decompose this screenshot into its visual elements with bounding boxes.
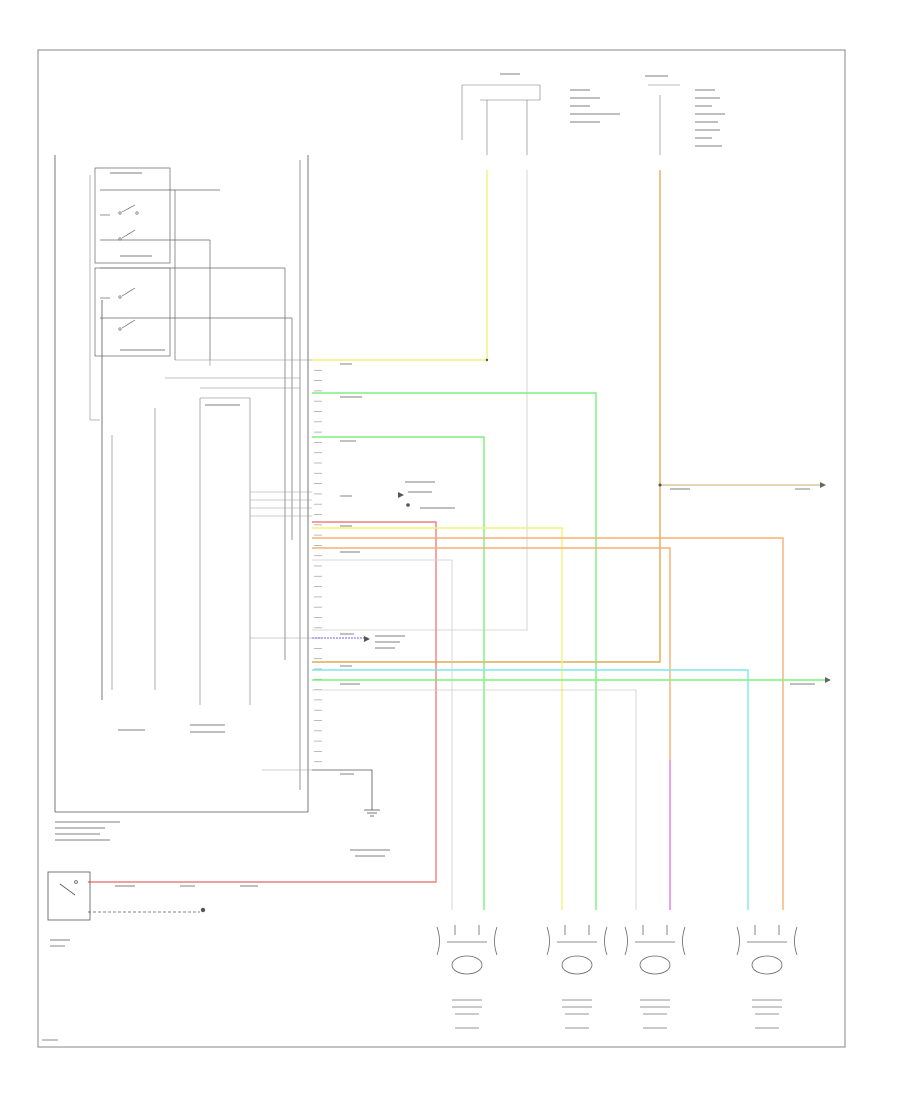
label-marks (42, 73, 725, 1041)
relay-box-lower (94, 267, 293, 660)
internal-harness (250, 491, 312, 771)
wheel-speed-sensor-icon (624, 925, 686, 1029)
switch-icon (47, 871, 206, 921)
wire-gray-2 (312, 559, 453, 910)
control-unit-enclosure (54, 155, 309, 813)
wheel-speed-sensor-icon (546, 925, 608, 1029)
diagram-frame (37, 49, 846, 1048)
wire-orange-1 (312, 537, 784, 910)
wheel-speed-sensor-icon (436, 925, 498, 1029)
wire-cyan (312, 669, 749, 910)
ground-icon (312, 769, 380, 817)
sensor-group (436, 925, 798, 1029)
actuator-pins (111, 397, 251, 705)
splice-markers (364, 358, 662, 642)
wire-tan-power (312, 170, 661, 663)
wire-orange-2 (312, 547, 671, 760)
connector-pin-column (314, 359, 322, 763)
relay-connection-lines (89, 175, 312, 421)
wire-yellow-2 (312, 527, 563, 910)
relay-box-upper (94, 167, 220, 360)
top-connector-right (648, 84, 680, 155)
wire-green-2 (312, 436, 485, 910)
wire-red (88, 521, 437, 883)
right-edge-terminals (820, 482, 831, 683)
wire-green-1 (312, 392, 597, 910)
wire-tags (115, 363, 815, 887)
wires (88, 170, 825, 910)
wheel-speed-sensor-icon (736, 925, 798, 1029)
top-connector-left (461, 84, 541, 155)
wire-gray-feed (312, 170, 528, 631)
wire-yellow-feed (312, 170, 488, 361)
wire-gray-3 (312, 689, 637, 910)
